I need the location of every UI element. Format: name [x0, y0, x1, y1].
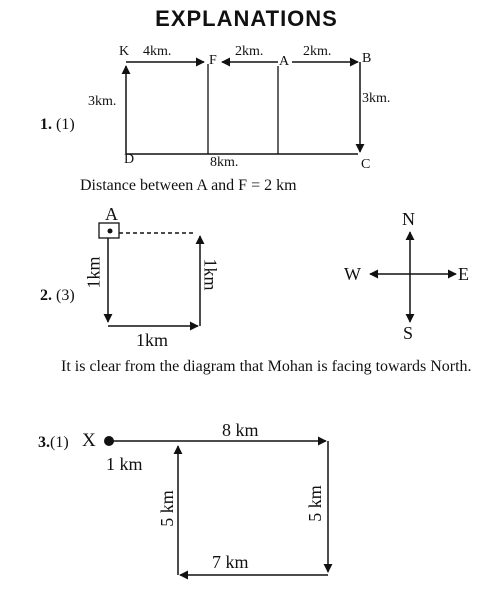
q2-start-box	[98, 222, 120, 239]
q1-label-ab: 2km.	[303, 44, 332, 59]
q1-point-a: A	[279, 54, 290, 69]
q1-point-k: K	[119, 44, 130, 59]
q2-start-dot	[107, 228, 113, 234]
question-3-label: 3.(1)	[38, 434, 69, 452]
q1-label-dc: 8km.	[210, 155, 239, 170]
question-1-number: 1.	[40, 116, 52, 133]
q1-point-c: C	[361, 157, 371, 172]
q3-start-label: X	[82, 430, 96, 451]
q3-label-top: 8 km	[222, 420, 259, 440]
question-2-label: 2. (3)	[40, 287, 75, 305]
compass-east-label: E	[458, 264, 469, 284]
q2-start-label: A	[105, 204, 118, 224]
q1-point-d: D	[124, 152, 135, 167]
q1-label-fa: 2km.	[235, 44, 264, 59]
q1-label-kd: 3km.	[88, 94, 117, 109]
question-1-label: 1. (1)	[40, 116, 75, 134]
question-3-number: 3.	[38, 434, 50, 451]
q1-point-b: B	[362, 51, 372, 66]
question-3-answer: (1)	[50, 434, 69, 451]
q3-label-bottom: 7 km	[212, 552, 249, 572]
q1-label-bc: 3km.	[362, 91, 391, 106]
q1-conclusion: Distance between A and F = 2 km	[80, 177, 297, 194]
question-2-answer: (3)	[56, 287, 75, 304]
q1-label-kf: 4km.	[143, 44, 172, 59]
compass-south-label: S	[403, 323, 414, 343]
q2-label-bottom: 1km	[136, 330, 169, 350]
compass-west-label: W	[344, 264, 361, 284]
q3-label-right: 5 km	[304, 485, 325, 522]
q3-label-left: 5 km	[156, 490, 177, 527]
q2-conclusion: It is clear from the diagram that Mohan …	[61, 358, 472, 375]
q1-point-f: F	[209, 53, 217, 68]
question-2-number: 2.	[40, 287, 52, 304]
page-title: EXPLANATIONS	[155, 6, 338, 31]
compass-north-label: N	[402, 209, 415, 229]
question-1-answer: (1)	[56, 116, 75, 133]
q3-label-first: 1 km	[106, 454, 143, 474]
